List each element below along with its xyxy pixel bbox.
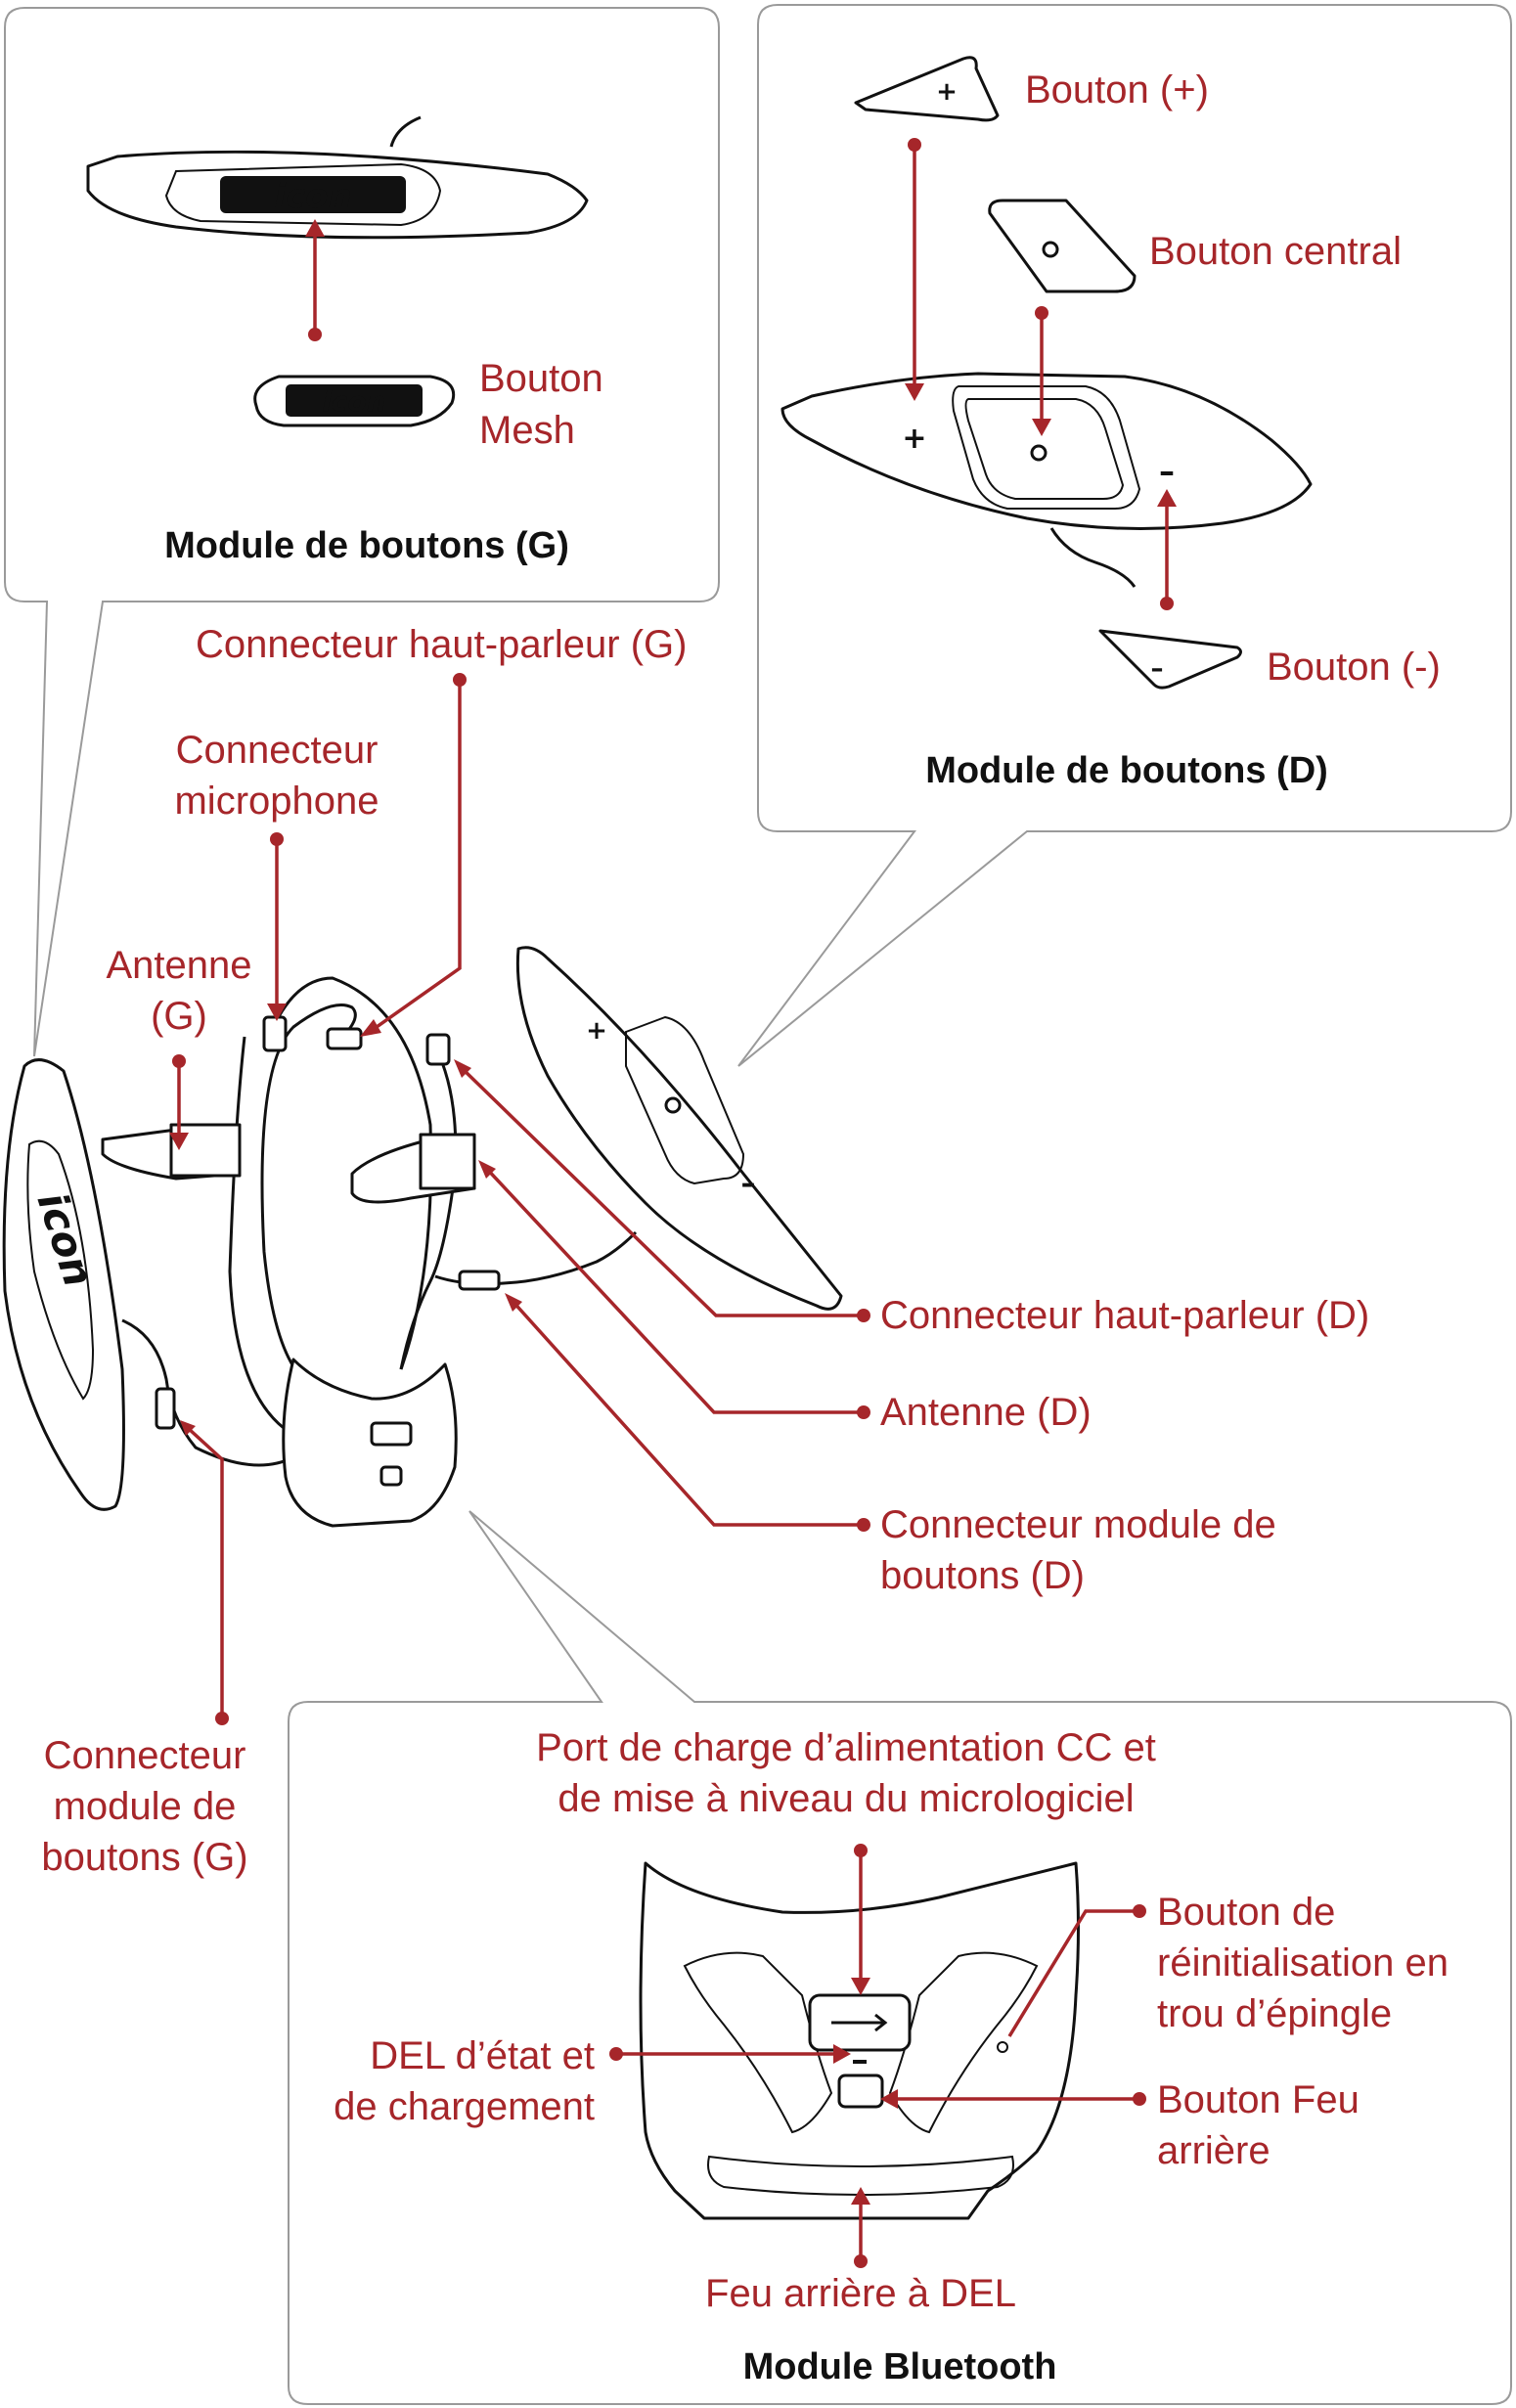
minus-button-drawing: –	[1098, 629, 1242, 690]
left-buttons-callout	[4, 7, 720, 1057]
mesh-button-drawing: icon	[253, 375, 456, 427]
bluetooth-title: Module Bluetooth	[743, 2346, 1057, 2387]
speaker-left-leader	[368, 680, 462, 1034]
charge-port-label-line2: de mise à niveau du micrologiciel	[557, 1777, 1134, 1820]
minus-button-label: Bouton (-)	[1267, 646, 1441, 689]
button-module-right-leader	[509, 1297, 864, 1527]
reset-label-line2: réinitialisation en	[1157, 1941, 1449, 1984]
plus-glyph-module: +	[902, 422, 926, 456]
button-module-left-label-line3: boutons (G)	[41, 1836, 247, 1879]
antenna-left-label-line1: Antenne	[106, 944, 251, 987]
button-module-right-label-line1: Connecteur module de	[880, 1503, 1276, 1546]
right-button-module-drawing: + –	[780, 372, 1313, 588]
speaker-left-label: Connecteur haut-parleur (G)	[196, 623, 687, 666]
button-module-left-label-line2: module de	[54, 1785, 237, 1828]
charge-port-label-line1: Port de charge d’alimentation CC et	[536, 1726, 1156, 1769]
bluetooth-module-closeup	[639, 1861, 1080, 2220]
logo-text-large: icon	[274, 177, 351, 216]
tail-led-label: Feu arrière à DEL	[705, 2272, 1016, 2315]
reset-label-line3: trou d’épingle	[1157, 1992, 1392, 2035]
reset-leader	[1007, 1909, 1139, 2037]
mic-label-line2: microphone	[174, 780, 379, 823]
button-module-left-leader	[186, 1426, 224, 1718]
center-button-label: Bouton central	[1149, 230, 1402, 273]
tail-button-label-line2: arrière	[1157, 2129, 1271, 2172]
button-module-left-label-line1: Connecteur	[44, 1734, 246, 1777]
plus-button-drawing: +	[854, 56, 1000, 122]
left-buttons-title: Module de boutons (G)	[164, 525, 569, 566]
center-button-drawing	[988, 199, 1137, 293]
right-buttons-callout	[737, 4, 1512, 1067]
mesh-button-label-line2: Mesh	[479, 409, 575, 452]
button-module-right-label-line2: boutons (D)	[880, 1554, 1085, 1597]
speaker-right-label: Connecteur haut-parleur (D)	[880, 1294, 1369, 1337]
antenna-left-label-line2: (G)	[151, 995, 207, 1038]
left-button-module-drawing: icon	[86, 115, 589, 240]
minus-glyph-small: –	[1151, 654, 1164, 684]
antenna-right-label: Antenne (D)	[880, 1391, 1092, 1434]
plus-glyph-small: +	[936, 77, 958, 107]
logo-text-mesh: icon	[322, 385, 385, 418]
status-led-label-line2: de chargement	[334, 2085, 595, 2128]
speaker-right-leader	[458, 1064, 864, 1317]
right-buttons-title: Module de boutons (D)	[925, 750, 1328, 791]
main-assembly-drawing: icon + –	[2, 946, 843, 1528]
mic-label-line1: Connecteur	[176, 729, 379, 772]
minus-glyph-module: –	[1159, 453, 1175, 490]
antenna-right-leader	[482, 1164, 864, 1414]
plus-button-label: Bouton (+)	[1025, 68, 1209, 111]
status-led-label-line1: DEL d’état et	[370, 2034, 595, 2077]
minus-glyph-assembly: –	[741, 1167, 756, 1201]
reset-label-line1: Bouton de	[1157, 1891, 1335, 1934]
mesh-button-label-line1: Bouton	[479, 357, 603, 400]
tail-button-label-line1: Bouton Feu	[1157, 2078, 1360, 2121]
plus-glyph-assembly: +	[586, 1016, 607, 1046]
